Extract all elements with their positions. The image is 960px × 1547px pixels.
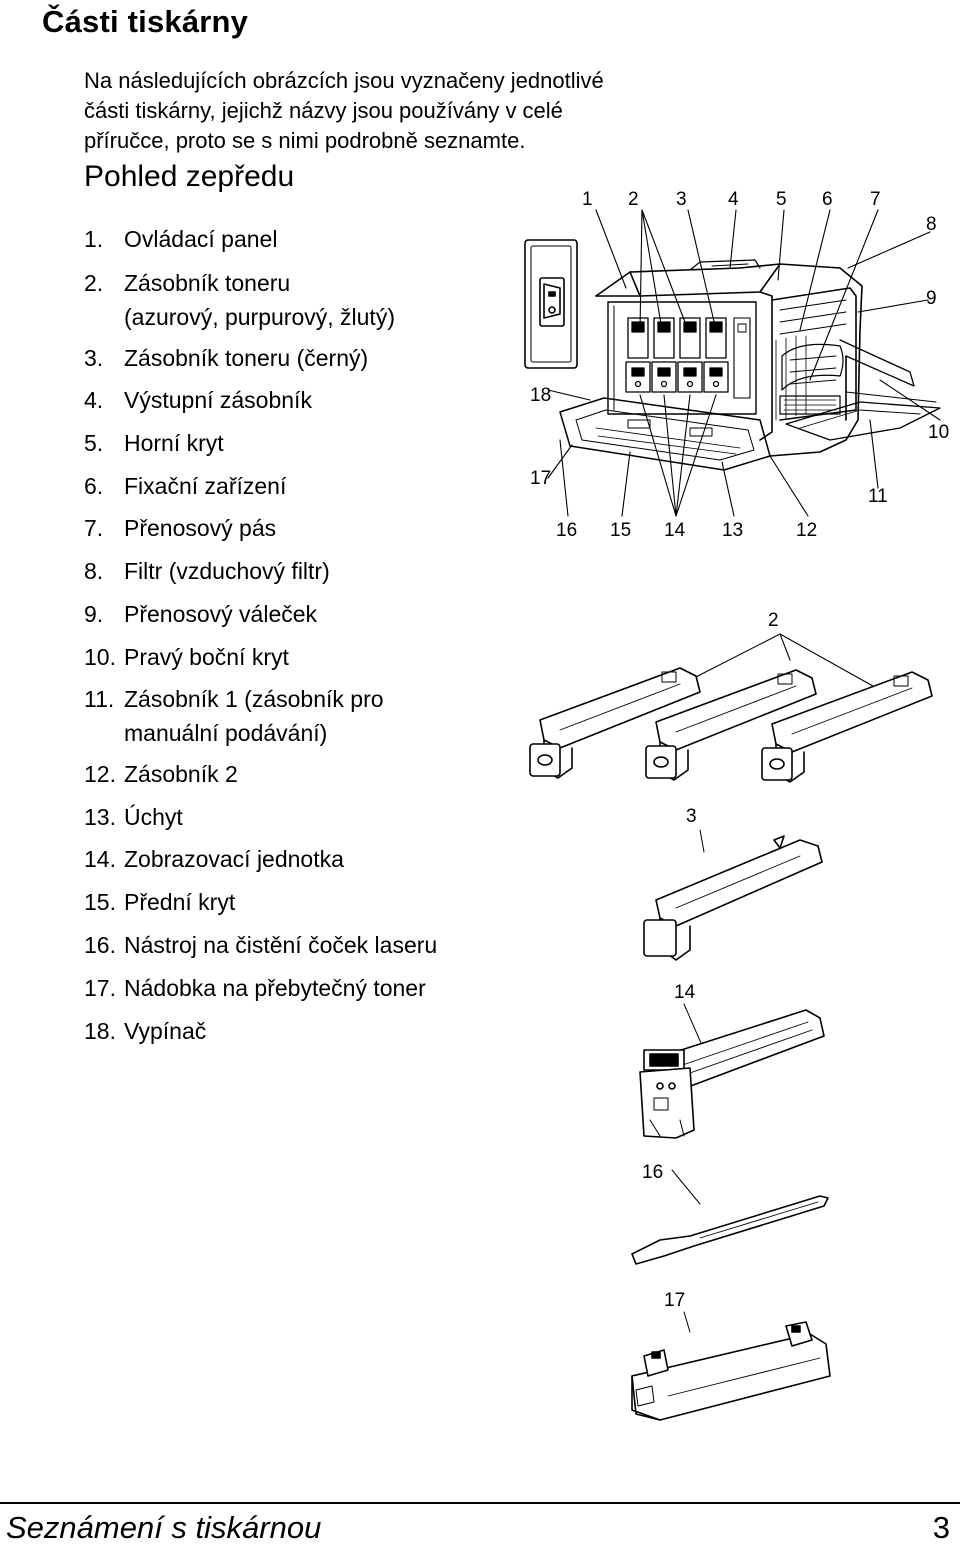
callout-4: 4 bbox=[728, 189, 739, 210]
callout-13: 13 bbox=[722, 520, 743, 541]
callout-imaging-unit: 14 bbox=[674, 982, 696, 1003]
section-title: Pohled zepředu bbox=[84, 160, 295, 193]
intro-paragraph: Na následujících obrázcích jsou vyznačen… bbox=[84, 68, 604, 153]
callout-leaders bbox=[547, 209, 941, 517]
page-title: Části tiskárny bbox=[42, 4, 249, 39]
callout-3: 3 bbox=[676, 189, 687, 210]
callout-laser-tool: 16 bbox=[642, 1162, 663, 1183]
callout-16: 16 bbox=[556, 520, 577, 541]
callout-12: 12 bbox=[796, 520, 817, 541]
callout-waste-box: 17 bbox=[664, 1290, 685, 1311]
callout-18: 18 bbox=[530, 385, 551, 406]
footer-divider bbox=[0, 1502, 960, 1504]
callout-7: 7 bbox=[870, 189, 881, 210]
callout-6: 6 bbox=[822, 189, 833, 210]
callout-toner-black: 3 bbox=[686, 806, 697, 827]
callout-8: 8 bbox=[926, 214, 937, 235]
page-number: 3 bbox=[932, 1510, 950, 1545]
waste-toner-box bbox=[631, 1311, 831, 1421]
imaging-unit bbox=[639, 1003, 825, 1139]
footer-chapter-title: Seznámení s tiskárnou bbox=[6, 1510, 322, 1545]
callout-toner-cmy: 2 bbox=[768, 610, 779, 631]
laser-lens-cleaning-tool bbox=[631, 1169, 829, 1265]
callout-17: 17 bbox=[530, 468, 551, 489]
toner-cartridges-cmy bbox=[529, 633, 933, 783]
callout-10: 10 bbox=[928, 422, 949, 443]
callout-14: 14 bbox=[664, 520, 686, 541]
callout-11: 11 bbox=[868, 486, 888, 507]
printer-front-view bbox=[559, 259, 941, 471]
callout-15: 15 bbox=[610, 520, 631, 541]
callout-1: 1 bbox=[582, 189, 593, 210]
callout-labels: 1 2 3 4 5 6 7 8 9 10 11 16 15 14 13 12 1… bbox=[530, 189, 949, 1311]
callout-2: 2 bbox=[628, 189, 639, 210]
printer-parts-illustration: 1 2 3 4 5 6 7 8 9 10 11 16 15 14 13 12 1… bbox=[524, 189, 949, 1421]
callout-5: 5 bbox=[776, 189, 787, 210]
toner-cartridge-black bbox=[643, 829, 823, 961]
power-switch-inset bbox=[524, 239, 578, 369]
callout-9: 9 bbox=[926, 288, 937, 309]
